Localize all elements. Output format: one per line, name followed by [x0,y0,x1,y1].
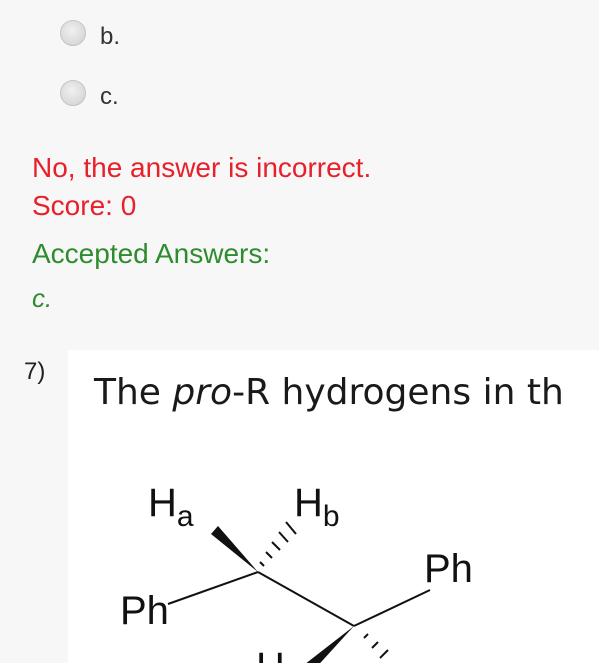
atom-hb-subscript: b [323,500,340,533]
newman-projection-structure: Ha Hb Ph Ph H [120,481,473,663]
incorrect-message: No, the answer is incorrect. [32,152,372,183]
radio-button[interactable] [60,80,86,106]
atom-h-bottom: H [256,645,285,663]
accepted-answers-label: Accepted Answers: [32,238,271,269]
question-panel: The pro-R hydrogens in th Ha Hb Ph Ph H [68,350,599,663]
hashed-bond-bottom [363,633,389,659]
accepted-answer-value: c. [32,283,53,313]
atom-hb: Hb [294,481,340,533]
wedge-bond-bottom [306,626,354,663]
bond-left-ph [167,571,259,605]
radio-option-b[interactable]: b. [60,16,120,50]
radio-button[interactable] [60,20,86,46]
hashed-bond-hb [259,521,297,567]
question-text-end: -R hydrogens in th [232,372,564,413]
question-text-italic: pro [172,372,233,413]
radio-option-c[interactable]: c. [60,76,119,110]
wedge-bond-ha [211,526,258,572]
atom-ha-subscript: a [177,500,194,533]
atom-ha: Ha [148,481,194,533]
bond-right-ph [353,589,431,627]
atom-ph-right: Ph [424,547,473,591]
question-number: 7) [24,358,46,385]
bond-center [257,571,355,627]
question-text: The pro-R hydrogens in th [94,372,564,413]
option-label: c. [100,83,119,110]
question-text-start: The [94,372,173,413]
option-label: b. [100,23,121,50]
atom-ph-left: Ph [120,589,169,633]
score-text: Score: 0 [32,190,137,221]
